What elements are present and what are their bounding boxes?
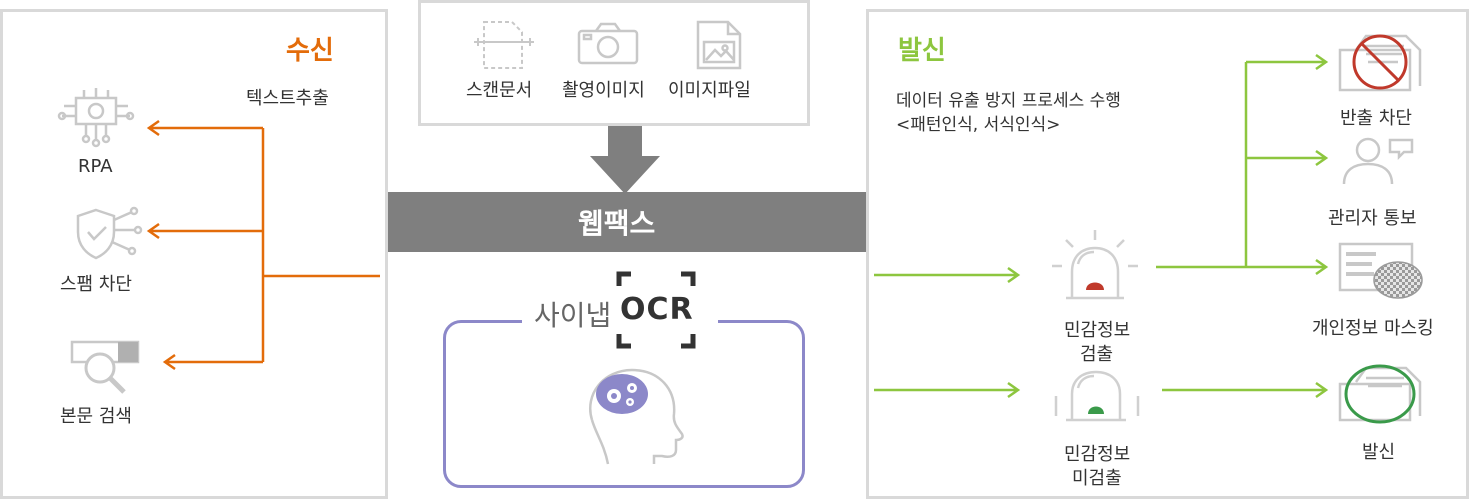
detect-label-line1: 민감정보	[1064, 320, 1131, 341]
green-alarm-icon	[1054, 370, 1140, 422]
send-document-icon	[1338, 364, 1422, 424]
shield-icon	[76, 206, 143, 260]
no-detect-label-line1: 민감정보	[1064, 444, 1131, 465]
send-title: 발신	[898, 36, 946, 66]
brain-gear-head-icon	[589, 368, 684, 465]
input-photo-label: 촬영이미지	[562, 80, 645, 101]
ocr-brand-prefix: 사이냅	[534, 299, 612, 332]
send-subtitle-line2: <패턴인식, 서식인식>	[896, 115, 1061, 135]
ocr-brand-bracket	[616, 271, 696, 349]
webfax-banner	[388, 192, 866, 252]
magnifier-icon	[70, 340, 140, 394]
send-connector	[874, 53, 1329, 399]
output-mask-label: 개인정보 마스킹	[1312, 318, 1434, 339]
ocr-brand-suffix: OCR	[620, 292, 694, 327]
camera-icon	[577, 22, 639, 65]
detect-label-line2: 검출	[1080, 344, 1114, 365]
receive-item-rpa: RPA	[78, 156, 113, 177]
output-notify-label: 관리자 통보	[1328, 208, 1417, 229]
scan-document-icon	[474, 21, 534, 69]
robot-process-icon	[57, 88, 135, 148]
receive-item-search: 본문 검색	[60, 406, 132, 427]
masking-document-icon	[1338, 242, 1423, 299]
no-detect-label-line2: 미검출	[1072, 468, 1122, 489]
input-scan-label: 스캔문서	[466, 80, 533, 101]
receive-subtitle: 텍스트추출	[246, 88, 329, 109]
input-image-label: 이미지파일	[668, 80, 751, 101]
ocr-brand-bg	[522, 300, 718, 340]
receive-item-spam: 스팸 차단	[60, 274, 132, 295]
image-file-icon	[696, 20, 742, 70]
receive-title: 수신	[286, 36, 334, 66]
blocked-document-icon	[1338, 34, 1422, 92]
receive-connector	[146, 119, 380, 371]
webfax-banner-label: 웹팩스	[578, 207, 656, 240]
output-block-label: 반출 차단	[1340, 108, 1412, 129]
admin-notify-icon	[1342, 137, 1414, 185]
output-send-label: 발신	[1362, 442, 1396, 463]
red-alarm-icon	[1052, 230, 1138, 300]
receive-panel	[0, 9, 388, 499]
send-subtitle-line1: 데이터 유출 방지 프로세스 수행	[896, 91, 1121, 111]
down-arrow	[590, 126, 660, 194]
